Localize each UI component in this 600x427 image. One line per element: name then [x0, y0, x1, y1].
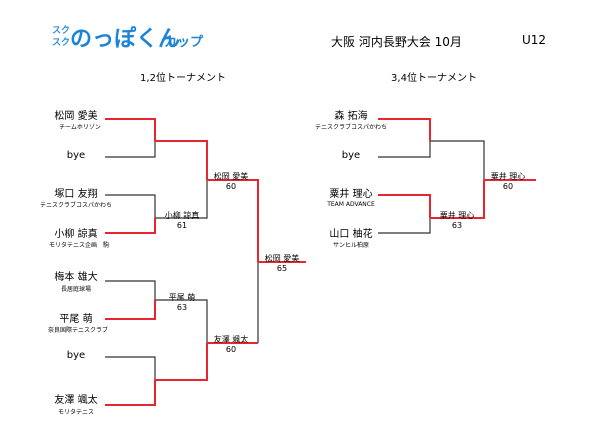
- line-34-bye: [378, 141, 431, 158]
- line-r1-bye-1: [105, 141, 156, 158]
- player-club: テニスクラブコスパかわち: [314, 124, 388, 131]
- champion-score: 60: [502, 182, 514, 191]
- player-club: TEAM ADVANCE: [327, 201, 375, 208]
- player-club: チームホリゾン: [59, 124, 101, 131]
- match-winner: 粟井 理心: [439, 211, 475, 220]
- match-score: 60: [225, 182, 237, 191]
- line-r2-hirao: [155, 299, 208, 343]
- match-score: 61: [176, 221, 188, 230]
- player-name: 松岡 愛美: [54, 111, 98, 122]
- logo-prefix-bottom: スク: [52, 37, 70, 48]
- match-score: 60: [225, 345, 237, 354]
- event-logo: スク スク のっぽくん カップ: [52, 25, 204, 52]
- match-winner: 友澤 颯太: [213, 335, 249, 344]
- win-line-awai-final: [430, 180, 485, 219]
- player-name: bye: [66, 150, 86, 161]
- player-name: bye: [66, 350, 86, 361]
- player-name: 森 拓海: [334, 111, 368, 122]
- match-winner: 松岡 愛美: [213, 172, 249, 181]
- bracket-12-title: 1,2位トーナメント: [140, 73, 226, 84]
- player-club: サンヒル柏原: [332, 242, 370, 249]
- win-line-koyanagi-r1: [105, 218, 156, 234]
- player-club: モリタテニス: [57, 409, 95, 416]
- logo-prefix-top: スク: [52, 25, 70, 36]
- player-name: 塚口 友翔: [54, 189, 98, 200]
- match-winner: 平尾 萌: [168, 293, 196, 302]
- event-title: 大阪 河内長野大会 10月: [331, 35, 462, 49]
- player-name: bye: [341, 150, 361, 161]
- win-line-awai-r1: [378, 194, 431, 218]
- player-name: 梅本 雄大: [54, 272, 98, 283]
- champion-name: 粟井 理心: [490, 172, 526, 181]
- line-r1-umemoto: [105, 280, 156, 300]
- logo-suffix: カップ: [164, 35, 204, 50]
- category-label: U12: [522, 33, 547, 47]
- player-name: 平尾 萌: [59, 314, 93, 325]
- player-club: 奈良国際テニスクラブ: [47, 327, 109, 334]
- player-name: 山口 柚花: [329, 229, 373, 240]
- player-name: 粟井 理心: [329, 189, 373, 200]
- win-line-tomozawa-r2: [155, 343, 208, 381]
- match-score: 63: [176, 303, 188, 312]
- player-club: モリタテニス企画 駒: [48, 242, 110, 249]
- champion-name: 松岡 愛美: [264, 254, 300, 263]
- player-name: 小柳 諒真: [54, 229, 98, 240]
- player-name: 友澤 颯太: [54, 395, 98, 406]
- line-r1-tsukaguchi: [105, 194, 156, 218]
- bracket-34-title: 3,4位トーナメント: [391, 73, 477, 84]
- win-line-matsuoka-r1: [105, 118, 156, 141]
- line-34-mori: [430, 140, 485, 180]
- match-winner: 小柳 諒真: [164, 211, 200, 220]
- match-score: 63: [451, 221, 463, 230]
- line-34-yamaguchi: [378, 218, 431, 234]
- win-line-mori-r1: [378, 118, 431, 141]
- champion-score: 65: [276, 264, 288, 273]
- win-line-matsuoka-sf: [207, 179, 259, 262]
- win-line-hirao-r1: [105, 300, 156, 320]
- player-club: 長居庭球場: [60, 286, 92, 293]
- win-line-tomozawa-r1: [105, 380, 156, 406]
- line-r2-koyanagi: [155, 180, 208, 219]
- logo-main-text: のっぽくん: [70, 26, 180, 52]
- player-club: テニスクラブコスパかわち: [39, 202, 113, 209]
- line-r1-bye-2: [105, 356, 156, 380]
- win-line-matsuoka-r2: [155, 140, 208, 180]
